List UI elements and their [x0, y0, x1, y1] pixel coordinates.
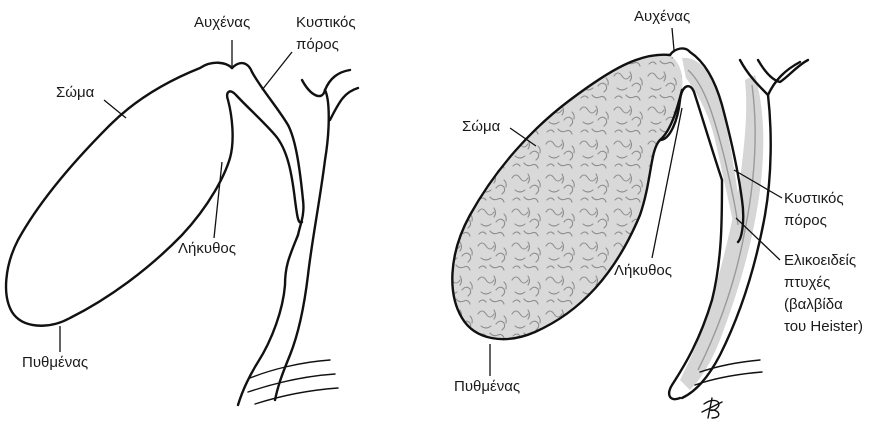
- left-gallbladder-outline: [6, 63, 302, 326]
- right-hepatic-duct-c: [758, 60, 808, 82]
- right-body-label: Σώμα: [462, 118, 500, 136]
- right-neck-label: Αυχένας: [634, 8, 690, 26]
- right-fundus-label: Πυθμένας: [454, 378, 520, 396]
- left-hepatic-duct-b: [325, 70, 350, 90]
- right-spiral-folds-label-line3: (βαλβίδα: [784, 296, 843, 314]
- right-infundibulum-label: Λήκυθος: [614, 262, 672, 280]
- left-neck-label: Αυχένας: [194, 14, 250, 32]
- right-neck-leader: [672, 28, 674, 50]
- right-cystic-duct-label-line1: Κυστικός: [784, 190, 844, 208]
- left-hepatic-duct-c: [330, 88, 358, 120]
- left-body-leader: [104, 100, 126, 118]
- left-fundus-label: Πυθμένας: [22, 354, 88, 372]
- left-body-label: Σώμα: [56, 84, 94, 102]
- right-gallbladder: [440, 28, 808, 418]
- artist-monogram: [702, 398, 722, 418]
- left-cystic-leader: [262, 52, 292, 90]
- left-cystic-duct-label-line1: Κυστικός: [296, 14, 356, 32]
- left-infundibulum-label: Λήκυθος: [178, 240, 236, 258]
- right-cystic-duct-label-line2: πόρος: [784, 212, 827, 230]
- left-bile-duct-right-wall: [275, 90, 329, 400]
- right-spiral-folds-label-line1: Ελικοειδείς: [784, 252, 856, 270]
- right-spiral-folds-label-line2: πτυχές: [784, 274, 830, 292]
- left-infundibulum-leader: [214, 162, 222, 238]
- left-cystic-duct-label-line2: πόρος: [296, 36, 339, 54]
- right-spiral-folds-label-line4: του Heister): [784, 318, 863, 336]
- left-bile-duct-left-wall: [238, 235, 298, 405]
- left-hepatic-duct-a: [302, 80, 325, 96]
- left-duodenum-line-3: [255, 388, 338, 404]
